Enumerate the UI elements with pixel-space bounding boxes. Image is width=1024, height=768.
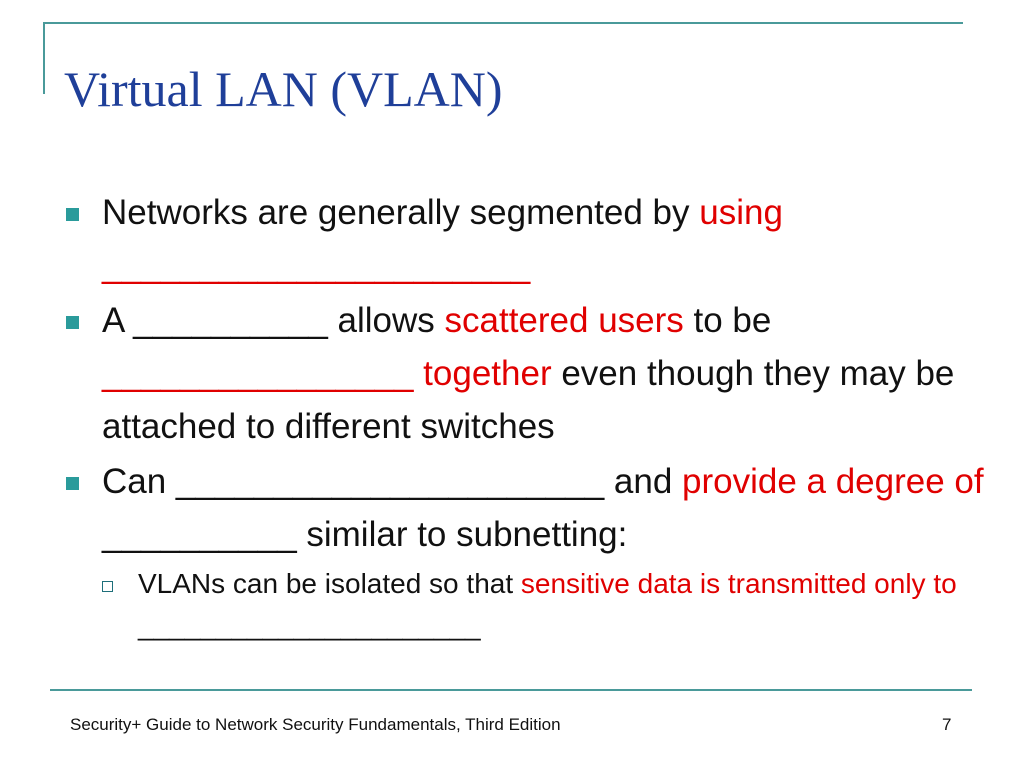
bullet-text: A __________ allows bbox=[102, 301, 445, 340]
frame-left-line bbox=[43, 22, 45, 94]
square-bullet-icon bbox=[66, 208, 79, 221]
bullet-highlight: ________________ together bbox=[102, 354, 552, 393]
footer-divider bbox=[50, 689, 972, 691]
bullet-blank: ______________________ bbox=[102, 246, 531, 285]
bullet-text: even though they may be attached to diff… bbox=[102, 354, 955, 446]
bullet-list: Networks are generally segmented by usin… bbox=[66, 186, 986, 647]
bullet-text: Can ______________________ and bbox=[102, 462, 683, 501]
bullet-highlight: using bbox=[699, 193, 783, 232]
sub-bullet-text: VLANs can be isolated so that bbox=[138, 568, 521, 599]
sub-bullet-blank: ______________________ bbox=[138, 610, 481, 641]
page-number: 7 bbox=[942, 715, 952, 734]
slide-title: Virtual LAN (VLAN) bbox=[64, 61, 503, 117]
frame-top-line bbox=[43, 22, 963, 24]
bullet-text: to be bbox=[683, 301, 772, 340]
square-bullet-icon bbox=[66, 316, 79, 329]
bullet-item: Networks are generally segmented by usin… bbox=[66, 186, 986, 292]
bullet-highlight: scattered users bbox=[444, 301, 684, 340]
sub-bullet-item: VLANs can be isolated so that sensitive … bbox=[102, 563, 986, 647]
square-bullet-icon bbox=[66, 477, 79, 490]
bullet-item: Can ______________________ and provide a… bbox=[66, 455, 986, 561]
sub-bullet-highlight: sensitive data is transmitted only to bbox=[520, 568, 957, 599]
bullet-highlight: provide a degree of bbox=[682, 462, 984, 501]
hollow-square-bullet-icon bbox=[102, 581, 113, 592]
bullet-item: A __________ allows scattered users to b… bbox=[66, 294, 986, 453]
bullet-text: Networks are generally segmented by bbox=[102, 193, 700, 232]
bullet-text: __________ similar to subnetting: bbox=[102, 515, 628, 554]
footer-book-title: Security+ Guide to Network Security Fund… bbox=[70, 715, 561, 734]
